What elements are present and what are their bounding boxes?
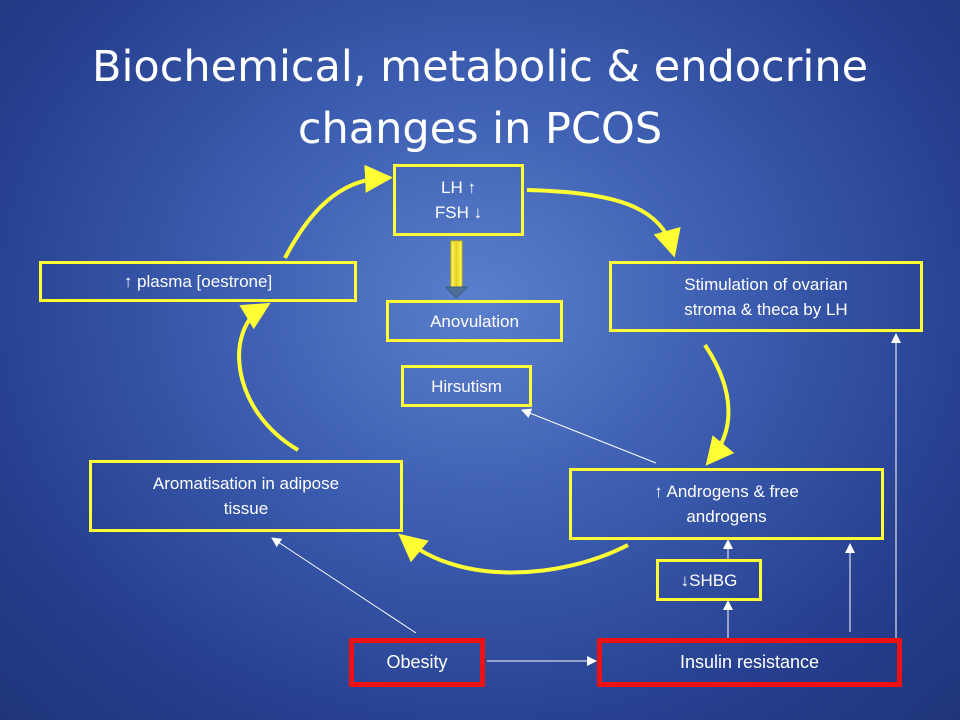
obesity-box: Obesity (349, 638, 485, 687)
hirsutism-label: Hirsutism (431, 376, 502, 396)
arrow-oestrone-to-lh (283, 164, 393, 259)
stimulation-box: Stimulation of ovarian stroma & theca by… (609, 261, 923, 332)
shbg-label: ↓SHBG (680, 570, 738, 590)
arrow-lh-to-stimulation (526, 188, 681, 258)
hirsutism-box: Hirsutism (401, 365, 532, 407)
anovulation-box: Anovulation (386, 300, 563, 342)
insulin-resistance-box: Insulin resistance (597, 638, 902, 687)
arrow-stimulation-to-androgens (703, 343, 735, 466)
oestrone-box: ↑ plasma [oestrone] (39, 261, 357, 302)
page-title: Biochemical, metabolic & endocrine chang… (91, 42, 869, 154)
arrow-lh-to-anovulation (444, 240, 469, 299)
aromatisation-box: Aromatisation in adipose tissue (89, 460, 403, 532)
androgens-label: ↑ Androgens & free androgens (654, 482, 799, 526)
arrow-obesity-to-aromatisation (271, 537, 417, 634)
aromatisation-label: Aromatisation in adipose tissue (152, 474, 340, 518)
lh-fsh-label: LH ↑ FSH ↓ (434, 178, 483, 222)
arrow-androgens-to-aromatisation (398, 533, 629, 575)
androgens-box: ↑ Androgens & free androgens (569, 468, 884, 540)
insulin-resistance-label: Insulin resistance (679, 652, 820, 672)
shbg-box: ↓SHBG (656, 559, 762, 601)
lh-fsh-box: LH ↑ FSH ↓ (393, 164, 524, 236)
arrow-androgens-to-hirsutism (521, 408, 657, 464)
arrow-aromatisation-to-oestrone (237, 302, 300, 452)
oestrone-label: ↑ plasma [oestrone] (123, 272, 273, 291)
obesity-label: Obesity (386, 652, 448, 672)
stimulation-label: Stimulation of ovarian stroma & theca by… (684, 274, 848, 319)
anovulation-label: Anovulation (430, 311, 519, 331)
